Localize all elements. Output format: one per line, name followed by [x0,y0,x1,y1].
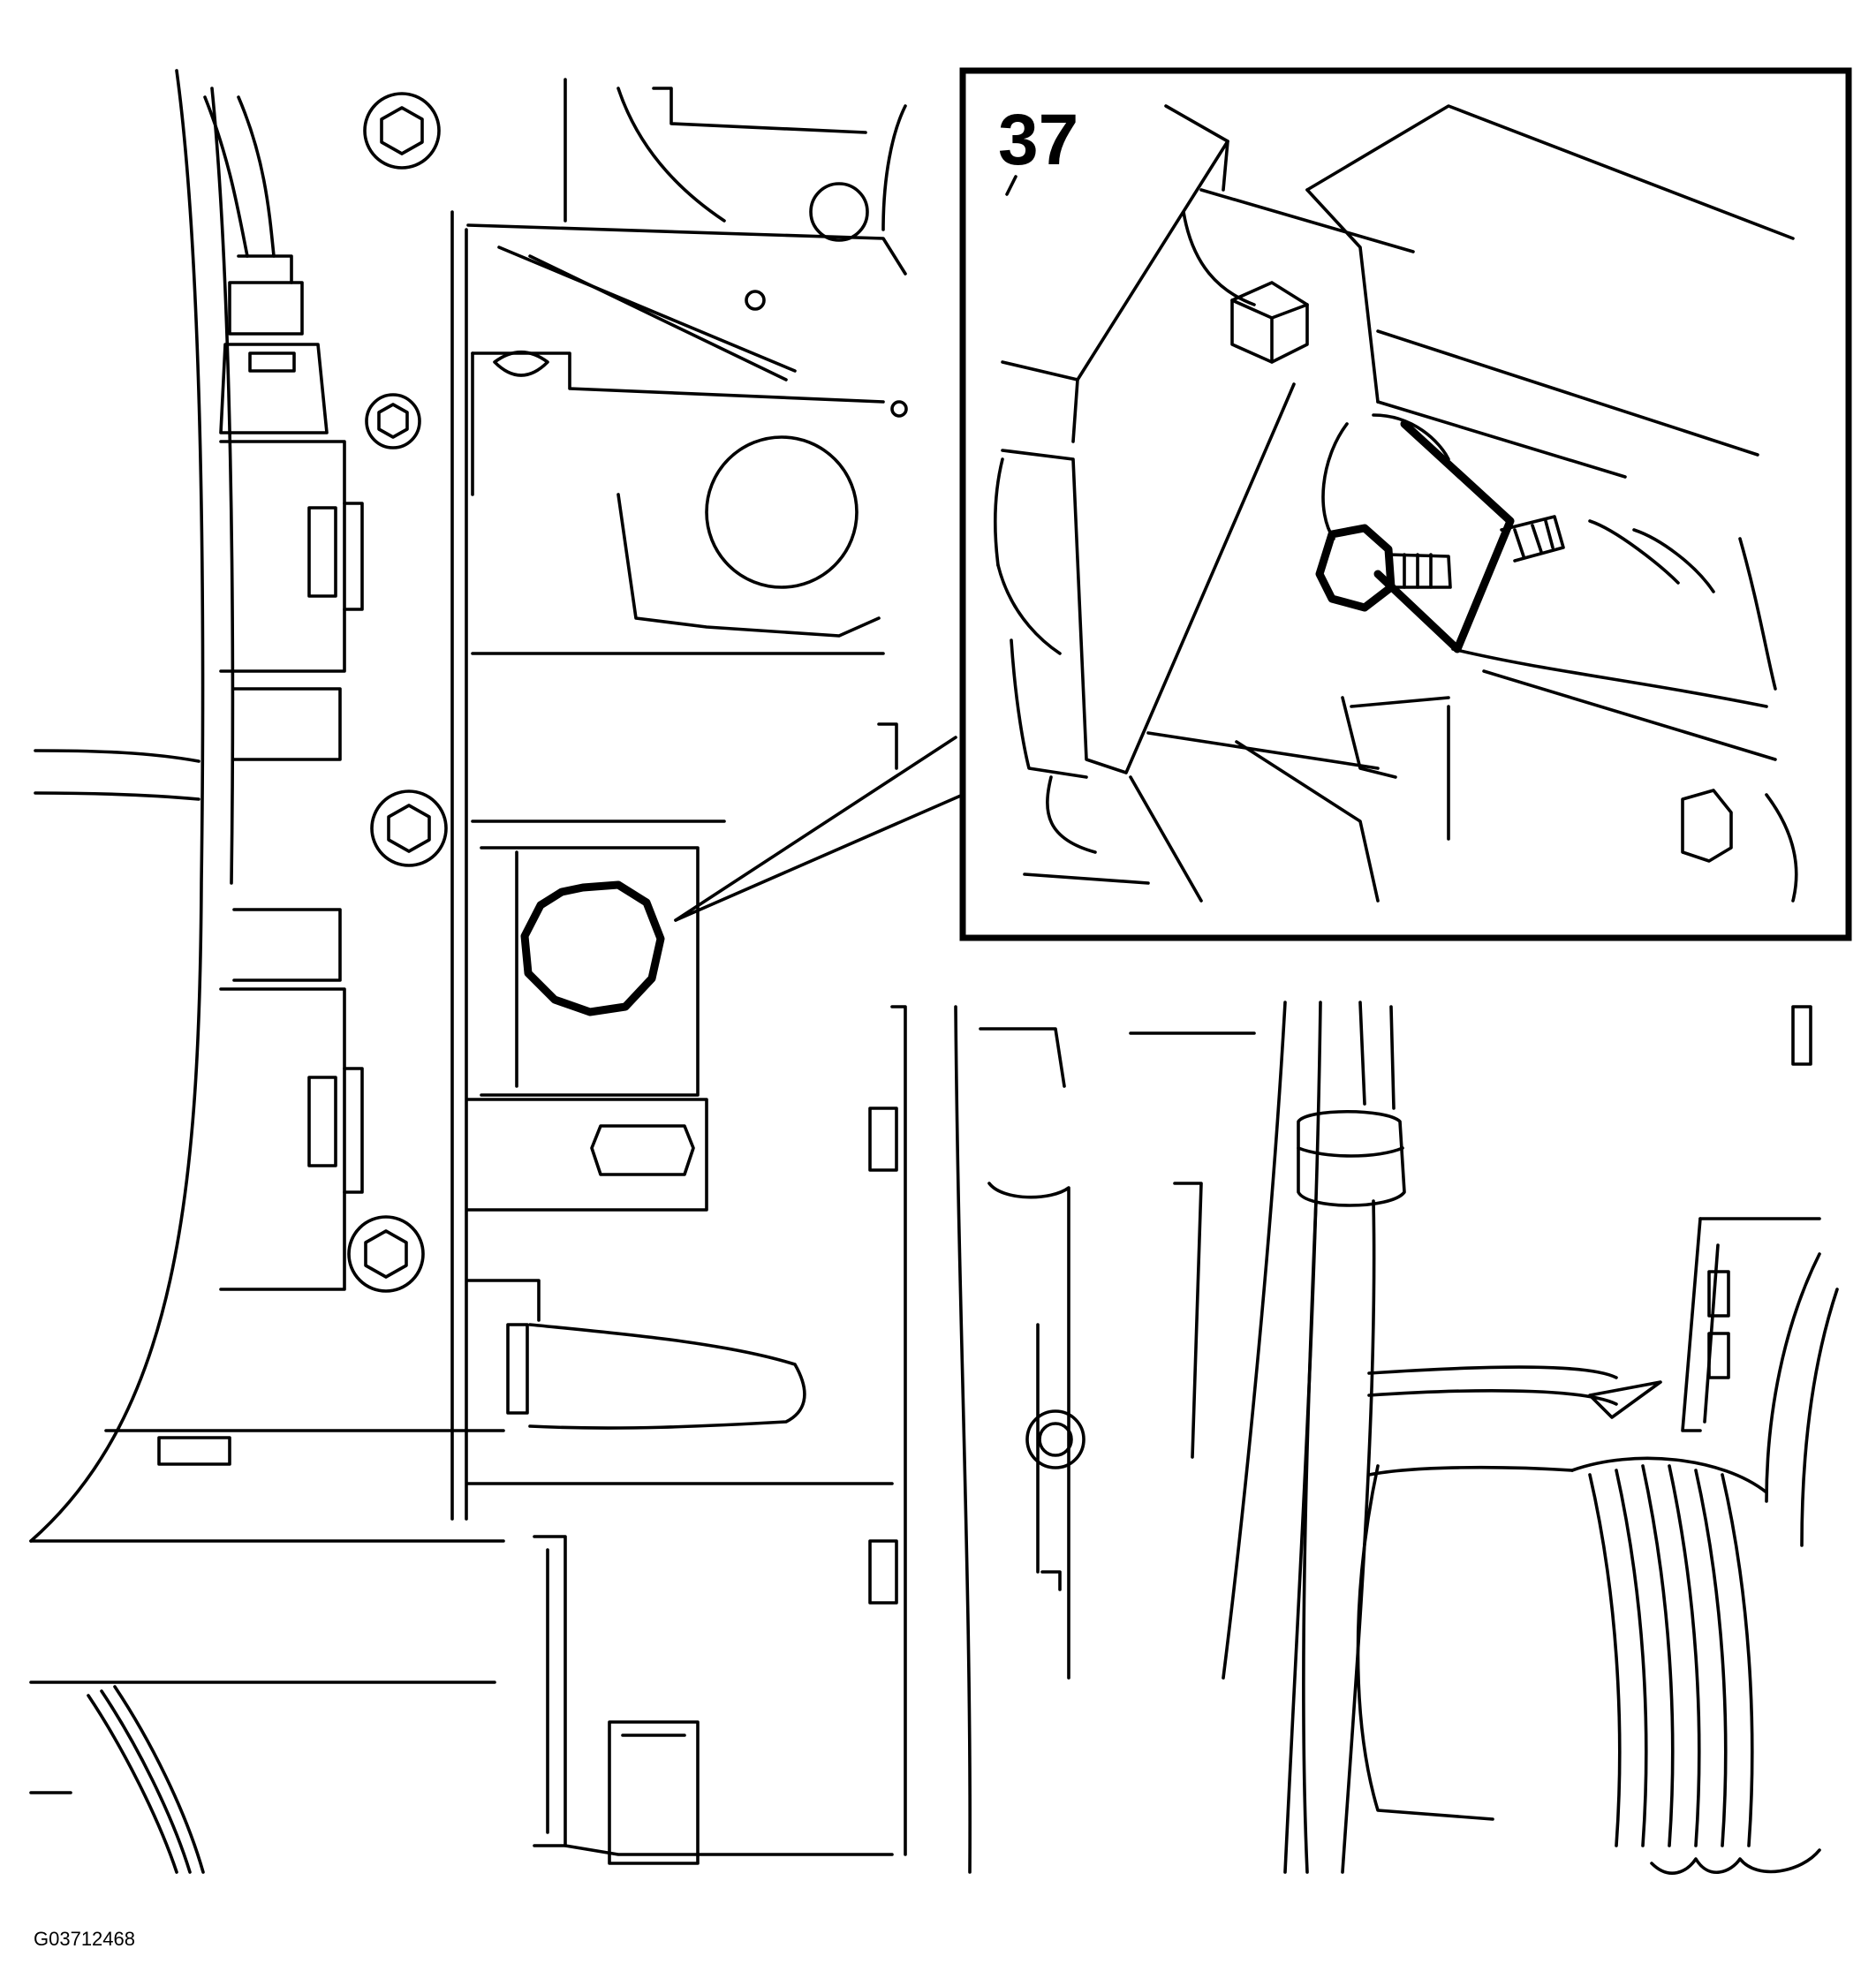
engine-block-left [29,69,505,1794]
inset-detail-drawing [993,104,1798,903]
callout-pointer [674,736,964,922]
inset-frame [959,67,1852,941]
bolt-heads [157,92,1086,1605]
step-number: 37 [998,100,1078,180]
highlighted-plug [520,880,665,1016]
engine-right-lower [954,1001,1839,1875]
transmission-housing [466,78,907,1865]
lower-left-ribs [87,1685,205,1874]
figure-id: G03712468 [34,1928,135,1950]
detail-inset: 37 [959,67,1852,941]
